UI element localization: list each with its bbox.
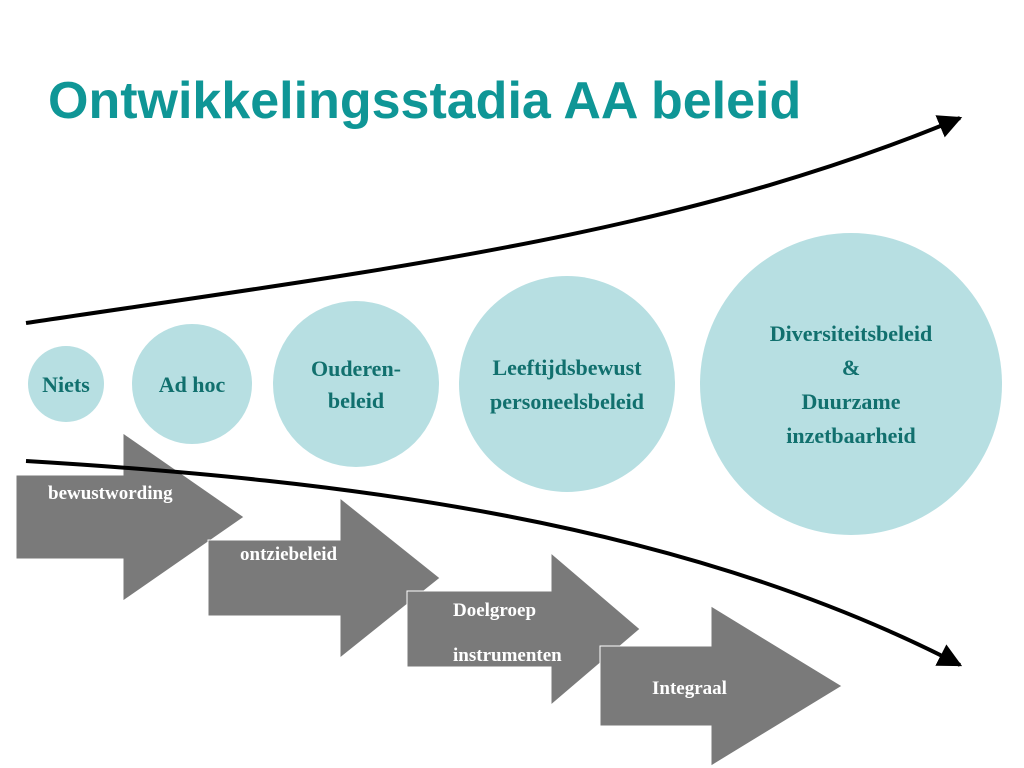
- stage-label: &: [842, 355, 860, 380]
- stage-label: Duurzame: [802, 389, 901, 414]
- stage-label: Leeftijdsbewust: [492, 355, 642, 380]
- stage-circle: [459, 276, 675, 492]
- upper-growth-curve-arrow: [25, 115, 963, 325]
- stage-5: Diversiteitsbeleid & Duurzame inzetbaarheid: [700, 233, 1002, 535]
- stage-label: beleid: [328, 388, 384, 413]
- step-arrow-4: [599, 605, 843, 767]
- stage-label: Ad hoc: [159, 372, 226, 397]
- stage-circle: [28, 346, 104, 422]
- stage-label: personeelsbeleid: [490, 389, 644, 414]
- step-arrow-2: [207, 496, 441, 660]
- step-label-2: ontziebeleid: [240, 544, 338, 565]
- stage-label: inzetbaarheid: [786, 423, 916, 448]
- step-label-4: Integraal: [652, 678, 727, 699]
- lower-growth-curve-arrow: [25, 459, 963, 667]
- stage-4: Leeftijdsbewust personeelsbeleid: [459, 276, 675, 492]
- stage-2: Ad hoc: [132, 324, 252, 444]
- stage-label: Ouderen-: [311, 356, 401, 381]
- guide-curves: [25, 115, 963, 667]
- step-arrow-3: [406, 551, 641, 707]
- step-label-3: Doelgroep: [453, 600, 536, 621]
- slide-title: Ontwikkelingsstadia AA beleid: [48, 72, 802, 130]
- stage-circle: [273, 301, 439, 467]
- stage-label: Niets: [42, 372, 90, 397]
- stage-1: Niets: [28, 346, 104, 422]
- stage-circle: [132, 324, 252, 444]
- stage-3: Ouderen-beleid: [273, 301, 439, 467]
- step-arrows: [15, 432, 843, 767]
- step-label-3: instrumenten: [453, 645, 562, 666]
- stage-circle: [700, 233, 1002, 535]
- stage-label: Diversiteitsbeleid: [770, 321, 933, 346]
- step-label-1: bewustwording: [48, 483, 173, 504]
